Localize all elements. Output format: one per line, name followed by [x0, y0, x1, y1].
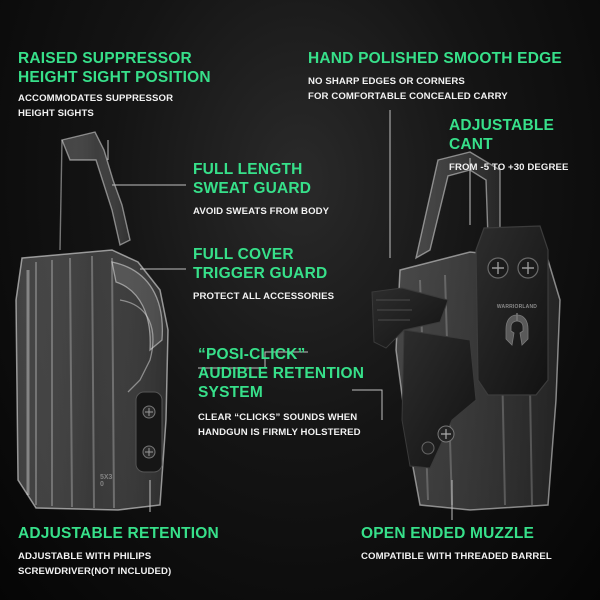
- spartan-helmet-icon: [505, 313, 529, 346]
- feature-trigger-guard: FULL COVER TRIGGER GUARD PROTECT ALL ACC…: [193, 245, 334, 304]
- feature-title: “POSI-CLICK” AUDIBLE RETENTION SYSTEM: [198, 346, 365, 401]
- feature-title: RAISED SUPPRESSOR HEIGHT SIGHT POSITION: [18, 50, 211, 86]
- feature-desc: NO SHARP EDGES OR CORNERS FOR COMFORTABL…: [308, 76, 508, 102]
- feature-desc: ADJUSTABLE WITH PHILIPS SCREWDRIVER(NOT …: [18, 551, 172, 577]
- feature-sweat-guard: FULL LENGTH SWEAT GUARD AVOID SWEATS FRO…: [193, 160, 329, 219]
- left-holster: [15, 131, 169, 511]
- feature-title: ADJUSTABLE CANT: [449, 117, 555, 153]
- feature-suppressor-sight: RAISED SUPPRESSOR HEIGHT SIGHT POSITION …: [18, 49, 211, 121]
- feature-desc: PROTECT ALL ACCESSORIES: [193, 291, 335, 302]
- feature-title: FULL COVER TRIGGER GUARD: [193, 246, 328, 282]
- feature-adjustable-retention: ADJUSTABLE RETENTION ADJUSTABLE WITH PHI…: [18, 524, 219, 579]
- feature-posi-click: “POSI-CLICK” AUDIBLE RETENTION SYSTEM CL…: [198, 345, 364, 440]
- feature-title: HAND POLISHED SMOOTH EDGE: [308, 50, 562, 67]
- feature-title: ADJUSTABLE RETENTION: [18, 525, 219, 542]
- feature-adjustable-cant: ADJUSTABLE CANT FROM -5 TO +30 DEGREE: [449, 116, 600, 175]
- feature-title: FULL LENGTH SWEAT GUARD: [193, 161, 312, 197]
- feature-desc: AVOID SWEATS FROM BODY: [193, 206, 330, 217]
- feature-desc: FROM -5 TO +30 DEGREE: [449, 162, 569, 173]
- feature-desc: CLEAR “CLICKS” SOUNDS WHEN HANDGUN IS FI…: [198, 412, 361, 438]
- feature-open-muzzle: OPEN ENDED MUZZLE COMPATIBLE WITH THREAD…: [361, 524, 552, 564]
- brand-logo: WARRIORLAND: [494, 304, 540, 360]
- feature-title: OPEN ENDED MUZZLE: [361, 525, 535, 542]
- feature-smooth-edge: HAND POLISHED SMOOTH EDGE NO SHARP EDGES…: [308, 49, 562, 104]
- feature-desc: COMPATIBLE WITH THREADED BARREL: [361, 551, 552, 562]
- brand-logo-text: WARRIORLAND: [496, 304, 538, 310]
- feature-desc: ACCOMMODATES SUPPRESSOR HEIGHT SIGHTS: [18, 93, 174, 119]
- model-stamp: 5X30: [100, 474, 113, 488]
